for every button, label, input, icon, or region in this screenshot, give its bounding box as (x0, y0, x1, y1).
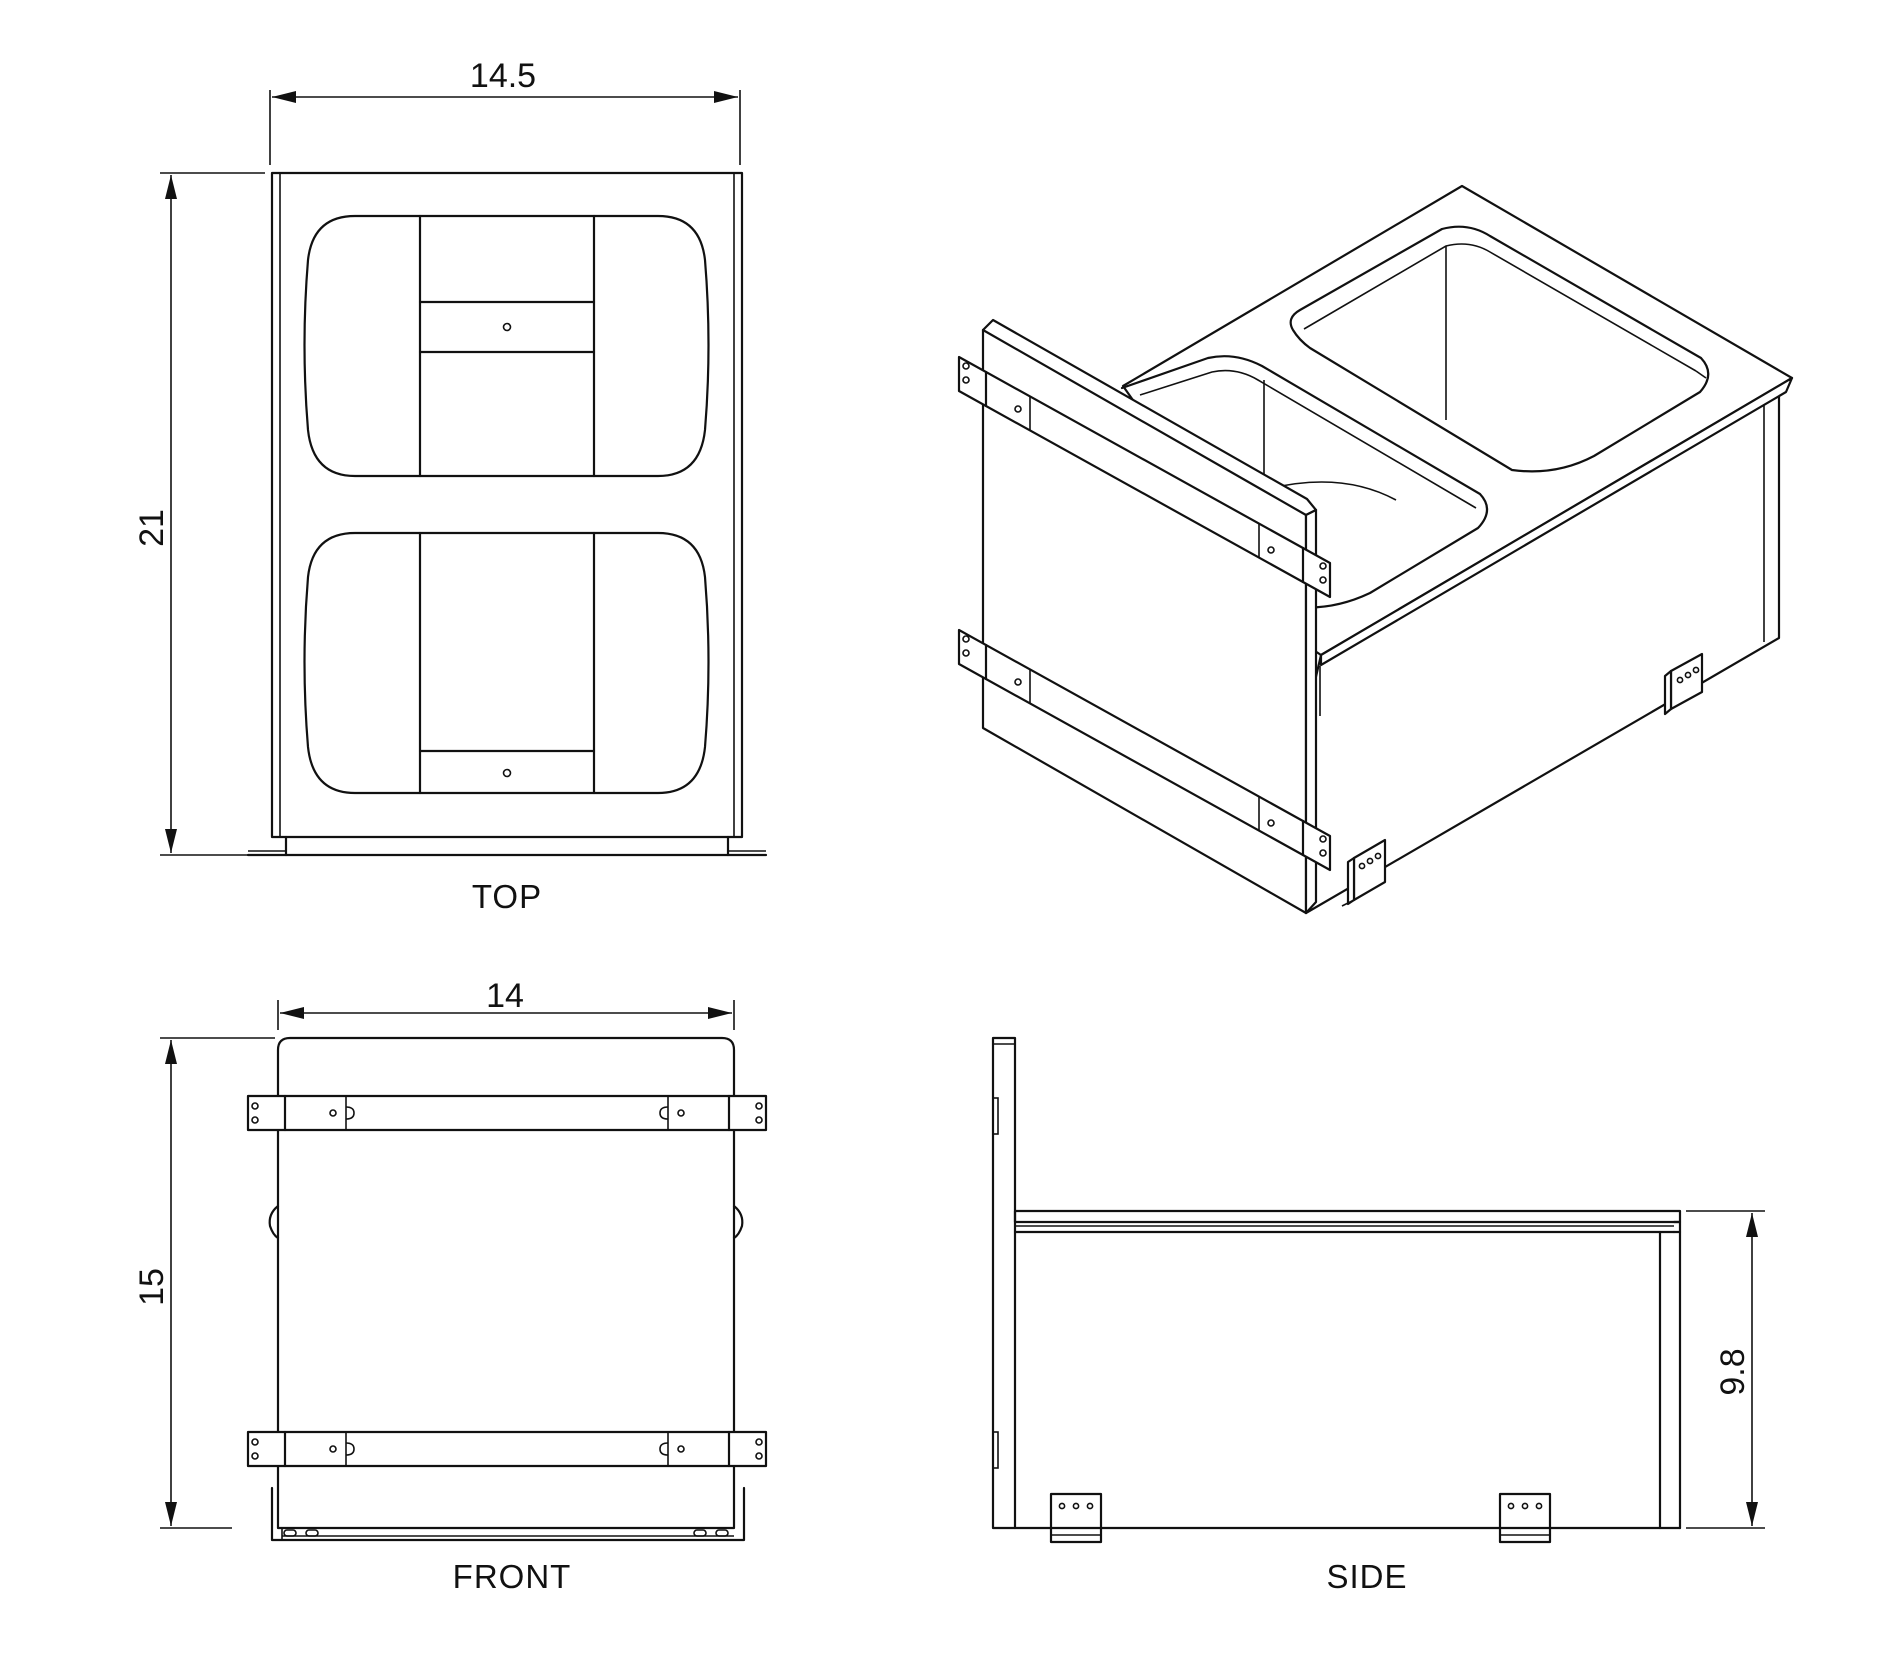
side-view: 9.8 SIDE (991, 1036, 1765, 1595)
side-bracket-left (1049, 1492, 1103, 1544)
side-height-label: 9.8 (1714, 1348, 1752, 1395)
top-width-label: 14.5 (470, 57, 536, 95)
front-rail-upper (246, 1094, 768, 1132)
side-view-label: SIDE (1326, 1558, 1407, 1595)
iso-rail-lower (957, 628, 1332, 872)
side-bracket-right (1498, 1492, 1552, 1544)
top-depth-label: 21 (133, 509, 171, 547)
top-view: 14.5 21 TOP (133, 57, 768, 915)
front-view: 14 15 (133, 977, 768, 1595)
iso-bin-back (1289, 225, 1710, 473)
front-rail-lower (246, 1430, 768, 1468)
iso-rail-upper (957, 355, 1332, 599)
isometric-view (957, 184, 1794, 915)
top-width-dimension: 14.5 (269, 57, 741, 165)
top-view-label: TOP (472, 878, 542, 915)
front-height-label: 15 (133, 1268, 171, 1306)
top-depth-dimension: 21 (133, 172, 265, 856)
top-outer-frame (270, 171, 744, 839)
front-height-dimension: 15 (133, 1037, 275, 1529)
iso-front-panel (981, 318, 1318, 915)
side-rim (1013, 1209, 1682, 1224)
top-bin-upper (303, 214, 710, 478)
top-bin-lower (303, 531, 710, 795)
iso-bracket-right (1663, 652, 1704, 716)
front-panel (276, 1036, 736, 1530)
front-view-label: FRONT (453, 1558, 572, 1595)
side-front-panel (991, 1036, 1017, 1530)
front-width-dimension: 14 (277, 977, 735, 1030)
side-height-dimension: 9.8 (1686, 1210, 1765, 1529)
iso-bracket-left (1341, 838, 1387, 907)
front-width-label: 14 (486, 977, 524, 1015)
